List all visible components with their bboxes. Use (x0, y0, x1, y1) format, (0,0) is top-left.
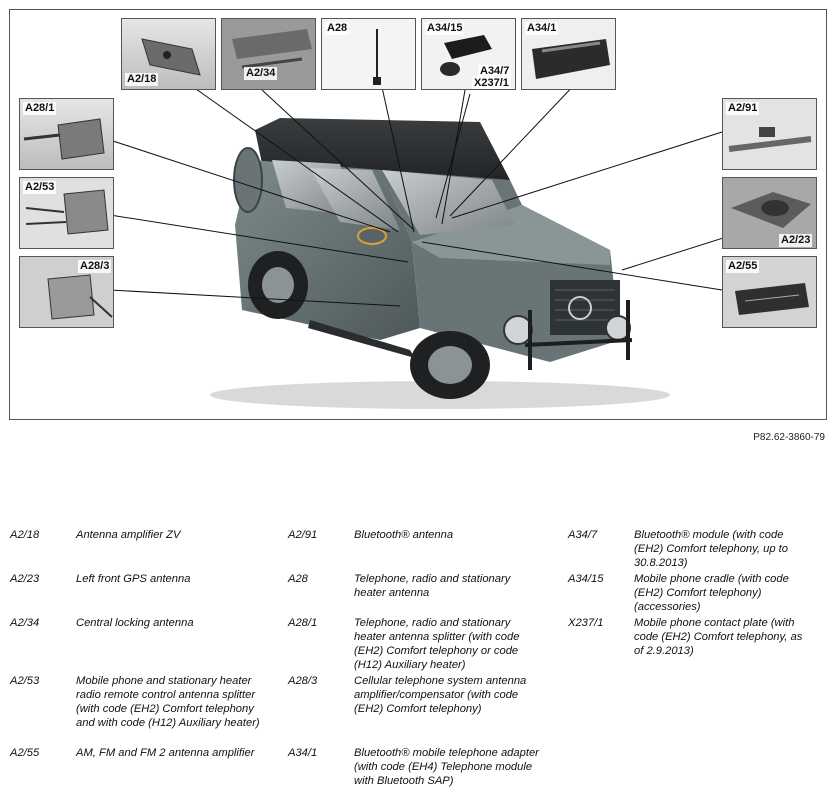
legend-code: A2/23 (10, 573, 40, 585)
inset-label: A2/18 (125, 73, 159, 86)
inset-a28-3: A28/3 (19, 256, 114, 328)
inset-label: A34/1 (525, 22, 559, 35)
inset-label: A2/91 (726, 102, 760, 115)
legend-description: Mobile phone and stationary heater radio… (76, 675, 260, 729)
inset-label: X237/1 (472, 77, 511, 89)
gps-antenna-icon (731, 192, 811, 228)
inset-label: A34/7 (478, 65, 512, 78)
inset-label: A2/53 (23, 181, 57, 194)
legend-description: Central locking antenna (76, 617, 194, 629)
inset-a2-18: A2/18 (121, 18, 216, 90)
mobile-phone-cradle-icon (440, 35, 492, 76)
inset-label: A28 (325, 22, 350, 35)
inset-a2-91: A2/91 (722, 98, 817, 170)
legend-code: A28 (288, 573, 308, 585)
legend-entry: A2/23 Left front GPS antenna (10, 572, 285, 612)
bluetooth-adapter-icon (532, 39, 610, 79)
legend: A2/18 Antenna amplifier ZV A2/23 Left fr… (10, 528, 830, 808)
antenna-splitter-icon (23, 118, 105, 160)
inset-label: A34/15 (425, 22, 465, 35)
legend-code: A34/7 (568, 529, 598, 541)
legend-entry: A34/7 Bluetooth® module (with code (EH2)… (568, 528, 830, 572)
legend-description: Cellular telephone system antenna amplif… (354, 675, 527, 715)
component-location-figure: A2/18 A2/34 A28 A34/15 A34/7 X237/1 A34/… (9, 9, 827, 420)
inset-label: A28/1 (23, 102, 57, 115)
legend-entry: A2/34 Central locking antenna (10, 616, 285, 666)
legend-entry: A28/3 Cellular telephone system antenna … (288, 674, 563, 734)
legend-code: A2/18 (10, 529, 40, 541)
legend-code: A28/3 (288, 675, 318, 687)
legend-code: A2/53 (10, 675, 40, 687)
inset-a34-1: A34/1 (521, 18, 616, 90)
inset-label: A2/23 (779, 234, 813, 247)
spare-wheel (233, 147, 263, 213)
legend-entry: A28 Telephone, radio and stationary heat… (288, 572, 563, 612)
legend-code: A28/1 (288, 617, 318, 629)
legend-entry: A28/1 Telephone, radio and stationary he… (288, 616, 563, 672)
legend-description: Mobile phone cradle (with code (EH2) Com… (634, 573, 789, 613)
hood (412, 205, 610, 265)
legend-description: AM, FM and FM 2 antenna amplifier (76, 747, 255, 759)
legend-description: Bluetooth® antenna (354, 529, 454, 541)
legend-code: A2/34 (10, 617, 40, 629)
legend-code: A34/15 (568, 573, 604, 585)
legend-code: A2/55 (10, 747, 40, 759)
side-mirror (357, 227, 387, 245)
inset-label: A2/55 (726, 260, 760, 273)
figure-reference: P82.62-3860-79 (753, 432, 825, 443)
legend-description: Antenna amplifier ZV (76, 529, 181, 541)
legend-description: Bluetooth® mobile telephone adapter (wit… (354, 747, 539, 787)
vehicle-illustration (210, 118, 670, 409)
star-emblem (568, 296, 592, 320)
legend-code: A34/1 (288, 747, 318, 759)
bluetooth-antenna-icon (728, 127, 812, 152)
side-step (308, 320, 415, 358)
inset-a28-1: A28/1 (19, 98, 114, 170)
inset-a2-23: A2/23 (722, 177, 817, 249)
legend-description: Left front GPS antenna (76, 573, 191, 585)
windshield (382, 170, 515, 235)
legend-entry: A34/1 Bluetooth® mobile telephone adapte… (288, 746, 563, 806)
inset-label: A2/34 (244, 67, 278, 80)
legend-entry: A34/15 Mobile phone cradle (with code (E… (568, 572, 830, 616)
legend-entry: A2/91 Bluetooth® antenna (288, 528, 563, 568)
legend-entry: A2/55 AM, FM and FM 2 antenna amplifier (10, 746, 285, 786)
inset-a34-15: A34/15 A34/7 X237/1 (421, 18, 516, 90)
legend-code: A2/91 (288, 529, 318, 541)
cellular-amplifier-icon (47, 274, 113, 320)
rear-wheel (248, 251, 308, 319)
am-fm-amplifier-icon (735, 283, 809, 315)
inset-a28: A28 (321, 18, 416, 90)
telephone-antenna-icon (373, 29, 381, 85)
legend-entry: A2/53 Mobile phone and stationary heater… (10, 674, 285, 746)
legend-description: Telephone, radio and stationary heater a… (354, 617, 520, 671)
legend-entry: A2/18 Antenna amplifier ZV (10, 528, 285, 568)
inset-a2-34: A2/34 (221, 18, 316, 90)
antenna-amplifier-zv-icon (141, 38, 201, 76)
legend-entry: X237/1 Mobile phone contact plate (with … (568, 616, 830, 660)
bull-bar (524, 300, 633, 370)
side-window-front (310, 168, 400, 230)
legend-code: X237/1 (568, 617, 604, 629)
inset-a2-53: A2/53 (19, 177, 114, 249)
inset-label: A28/3 (78, 260, 112, 273)
legend-description: Mobile phone contact plate (with code (E… (634, 617, 803, 657)
remote-control-antenna-splitter-icon (25, 189, 109, 235)
legend-description: Telephone, radio and stationary heater a… (354, 573, 511, 599)
legend-description: Bluetooth® module (with code (EH2) Comfo… (634, 529, 789, 569)
front-wheel (410, 331, 490, 399)
inset-a2-55: A2/55 (722, 256, 817, 328)
